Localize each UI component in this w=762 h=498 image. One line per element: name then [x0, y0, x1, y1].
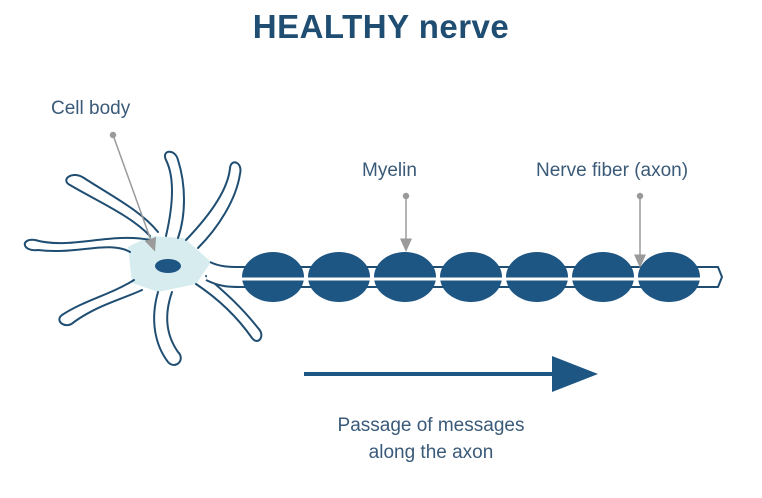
myelin-segment: [638, 252, 700, 302]
myelin-segment: [572, 252, 634, 302]
caption-line-2: along the axon: [368, 442, 494, 463]
myelin-segment: [308, 252, 370, 302]
diagram-title: HEALTHY nerve: [252, 8, 510, 45]
dendrite-lower-left: [58, 279, 143, 327]
label-pointers: [109, 131, 646, 268]
dendrite-upper-left: [65, 174, 159, 237]
dendrites: [23, 150, 263, 366]
caption-line-1: Passage of messages: [337, 415, 525, 436]
dendrite-bottom: [153, 291, 182, 366]
myelin-segment: [374, 252, 436, 302]
label-cell-body: Cell body: [51, 98, 131, 119]
dendrite-left: [23, 236, 151, 253]
label-nerve-fiber: Nerve fiber (axon): [536, 160, 689, 181]
myelin-segment: [440, 252, 502, 302]
cell-body-pointer: [112, 134, 157, 252]
nucleus: [155, 259, 181, 273]
myelin-sheath: [242, 252, 700, 302]
message-caption: Passage of messages along the axon: [281, 412, 581, 466]
label-myelin: Myelin: [362, 160, 417, 181]
message-direction-arrow: [304, 356, 598, 392]
dendrite-lower-right: [195, 275, 263, 342]
myelin-segment: [242, 252, 304, 302]
myelin-segment: [506, 252, 568, 302]
dendrite-upper-right: [185, 161, 242, 249]
dendrite-top: [163, 150, 185, 239]
